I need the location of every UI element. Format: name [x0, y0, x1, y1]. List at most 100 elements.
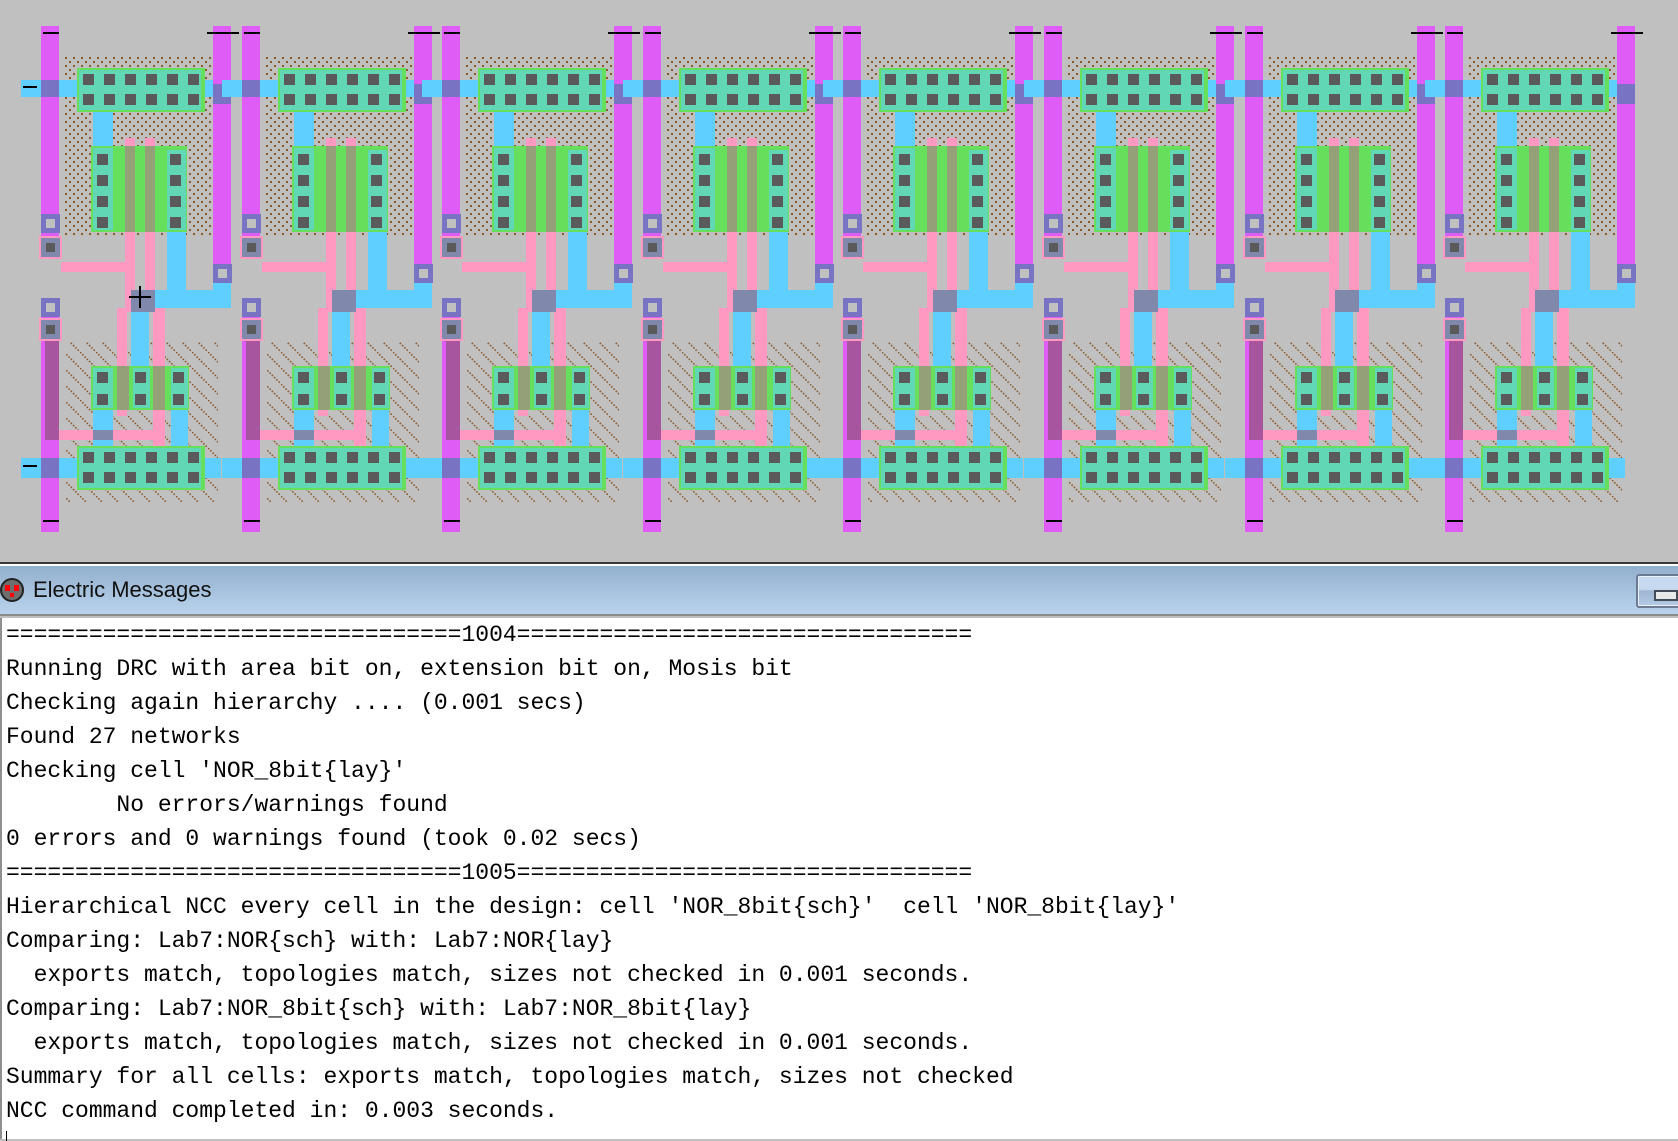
nmos-gate-a	[117, 366, 129, 410]
active-contact	[699, 372, 710, 383]
poly-gate-b-overlap	[1349, 146, 1359, 232]
poly-bridge-b	[1549, 240, 1559, 310]
pmos-source-metal	[1297, 148, 1317, 230]
active-contact	[885, 472, 896, 483]
window-splitter-highlight	[0, 564, 1678, 566]
active-contact	[1191, 94, 1202, 105]
active-contact	[347, 94, 358, 105]
active-contact	[104, 94, 115, 105]
active-contact	[1571, 452, 1582, 463]
poly-down-a	[117, 308, 127, 416]
active-contact	[1539, 394, 1550, 405]
nmos-gate-b	[1557, 366, 1569, 410]
active-contact	[326, 472, 337, 483]
active-contact	[1287, 452, 1298, 463]
active-contact	[1107, 94, 1118, 105]
minimize-button[interactable]	[1636, 574, 1678, 608]
poly-metal-crossing	[294, 430, 314, 440]
message-line: Comparing: Lab7:NOR{sch} with: Lab7:NOR{…	[6, 928, 614, 954]
active-contact	[1571, 94, 1582, 105]
active-contact	[906, 452, 917, 463]
nor-8bit-layout[interactable]	[0, 0, 1678, 562]
nor-cell-instance[interactable]	[823, 26, 1041, 532]
active-contact	[1107, 74, 1118, 85]
messages-window-title: Electric Messages	[33, 577, 212, 602]
export-marker	[1247, 520, 1263, 522]
active-contact	[371, 196, 382, 207]
poly-gate-b-overlap	[947, 146, 957, 232]
poly-contact-center	[1049, 243, 1058, 252]
pmos-drain-metal	[568, 150, 587, 230]
active-contact	[167, 472, 178, 483]
nor-cell-instance[interactable]	[222, 26, 440, 532]
active-contact	[1329, 94, 1340, 105]
window-splitter[interactable]	[0, 562, 1678, 564]
active-contact	[484, 94, 495, 105]
active-contact	[571, 154, 582, 165]
active-contact	[1501, 154, 1512, 165]
active-contact	[1107, 452, 1118, 463]
active-contact	[1287, 74, 1298, 85]
active-contact	[284, 452, 295, 463]
nmos-gate-b	[1156, 366, 1168, 410]
active-contact	[104, 452, 115, 463]
active-contact	[1501, 394, 1512, 405]
active-contact	[571, 217, 582, 228]
nmos-bottom-diffusion-metal	[1483, 448, 1605, 488]
nor-cell-instance[interactable]	[422, 26, 640, 532]
right-metal2-rail	[1015, 26, 1033, 276]
nmos-metal1-right	[1174, 410, 1191, 450]
nmos-metal1-vertical	[933, 312, 951, 372]
via-contact-center	[1422, 269, 1431, 278]
active-contact	[574, 372, 585, 383]
active-contact	[927, 472, 938, 483]
nor-cell-instance[interactable]	[21, 26, 239, 532]
active-contact	[1176, 372, 1187, 383]
active-contact	[536, 372, 547, 383]
poly-bridge-a	[727, 262, 737, 312]
active-contact	[1529, 94, 1540, 105]
messages-window-titlebar[interactable]: Electric Messages	[0, 566, 1678, 616]
layout-editor-canvas[interactable]	[0, 0, 1678, 562]
active-contact	[699, 175, 710, 186]
active-contact	[1176, 394, 1187, 405]
active-contact	[685, 94, 696, 105]
poly-input-a	[462, 262, 536, 272]
output-metal1-vertical	[167, 232, 186, 292]
poly-down-a	[919, 308, 929, 416]
active-contact	[568, 94, 579, 105]
pmos-source-metal	[895, 148, 915, 230]
active-contact	[1350, 94, 1361, 105]
nmos-gate-b	[755, 366, 767, 410]
nor-cell-instance[interactable]	[1225, 26, 1443, 532]
active-contact	[170, 217, 181, 228]
messages-text-area[interactable]: =================================1004===…	[0, 618, 1678, 1141]
active-contact	[125, 74, 136, 85]
poly-node	[1335, 290, 1359, 312]
poly-node	[733, 290, 757, 312]
active-contact	[1592, 94, 1603, 105]
active-contact	[574, 394, 585, 405]
active-contact	[1100, 217, 1111, 228]
active-contact	[97, 394, 108, 405]
export-marker	[444, 32, 460, 34]
active-contact	[146, 74, 157, 85]
active-contact	[1577, 394, 1588, 405]
export-marker	[1247, 32, 1263, 34]
right-metal2-rail	[1216, 26, 1234, 276]
output-metal1-vertical	[1170, 232, 1189, 292]
active-contact	[972, 217, 983, 228]
metal1-drop	[895, 112, 915, 146]
nmos-bottom-diffusion-metal	[1082, 448, 1204, 488]
active-contact	[748, 472, 759, 483]
active-contact	[1574, 154, 1585, 165]
poly-gate-a-overlap	[727, 146, 737, 232]
active-contact	[188, 472, 199, 483]
right-metal2-rail	[414, 26, 432, 276]
nor-cell-instance[interactable]	[1425, 26, 1643, 532]
active-contact	[298, 175, 309, 186]
nor-cell-instance[interactable]	[1024, 26, 1242, 532]
active-contact	[748, 74, 759, 85]
nor-cell-instance[interactable]	[623, 26, 841, 532]
active-contact	[368, 472, 379, 483]
